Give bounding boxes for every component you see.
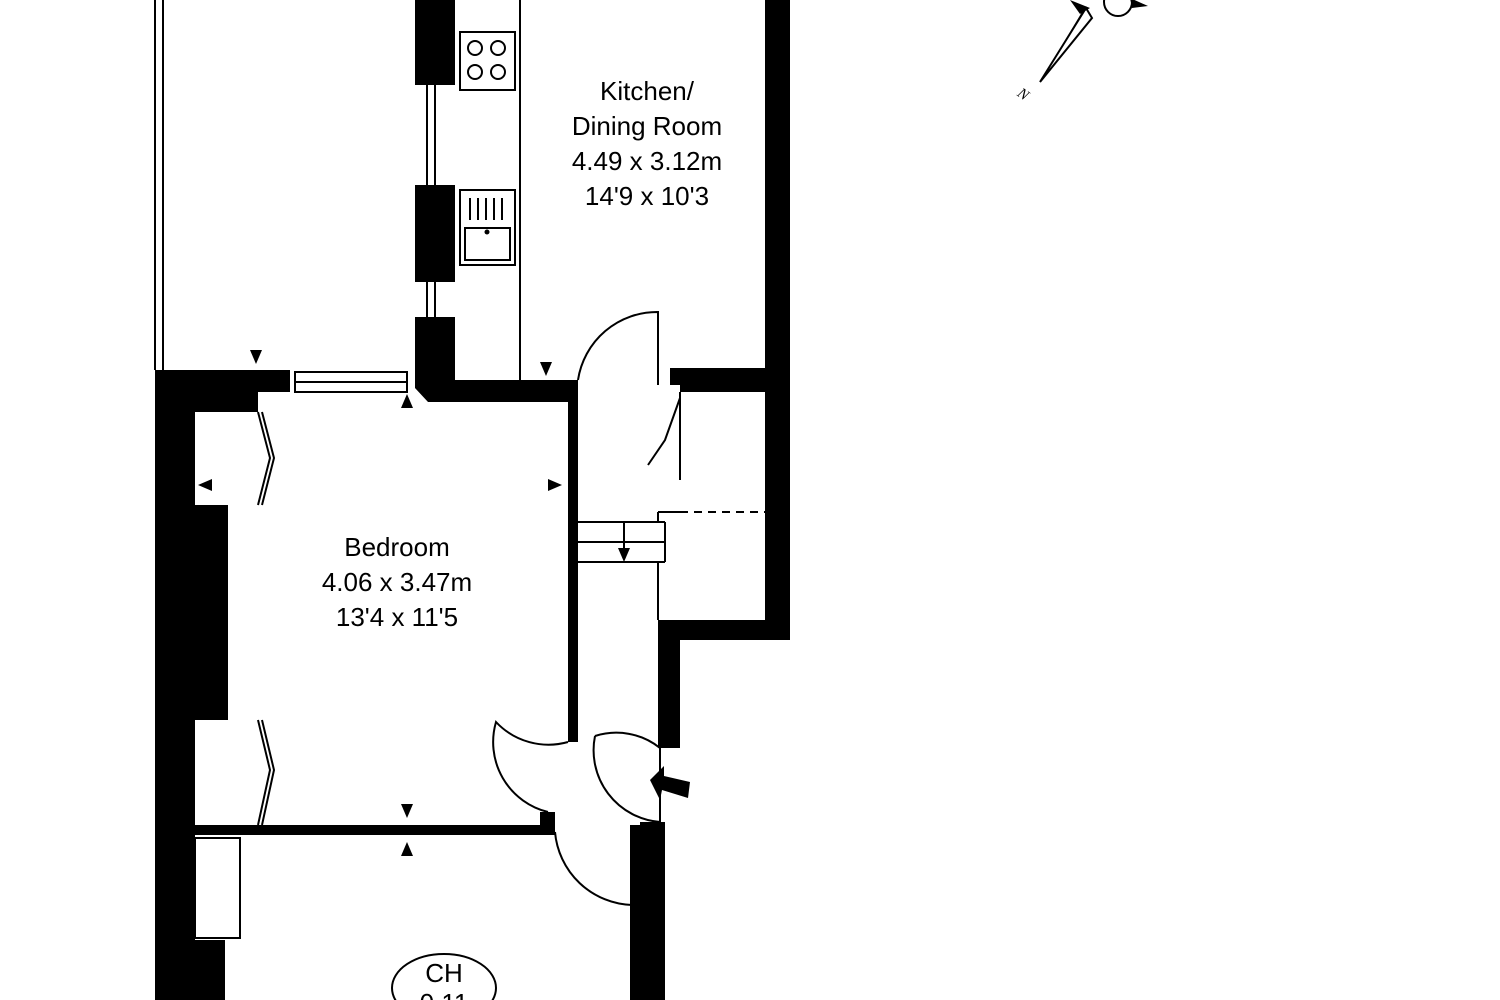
- dimension-markers: [198, 350, 562, 856]
- wall-pier-3: [415, 317, 440, 388]
- left-lower-wall: [155, 835, 225, 1000]
- door-swings: [492, 310, 661, 907]
- entrance-arrow-icon: [650, 766, 690, 800]
- hall-right-wall-lower: [640, 822, 665, 1000]
- hob: [459, 31, 516, 91]
- cylinder-label: CH: [425, 958, 463, 988]
- kitchen-right-wall: [670, 0, 790, 640]
- kitchen-name-line1: Kitchen/: [600, 76, 695, 106]
- bedroom-bottom-wall: [195, 825, 545, 835]
- bedroom-label: Bedroom 4.06 x 3.47m 13'4 x 11'5: [322, 532, 472, 632]
- lower-cupboard: [194, 837, 241, 939]
- kitchen-label: Kitchen/ Dining Room 4.49 x 3.12m 14'9 x…: [572, 76, 722, 211]
- bedroom-metric-size: 4.06 x 3.47m: [322, 567, 472, 597]
- bedroom-right-wall: [568, 392, 578, 742]
- kitchen-imperial-size: 14'9 x 10'3: [585, 181, 709, 211]
- bedroom-name: Bedroom: [344, 532, 450, 562]
- wall-pier-2: [415, 185, 440, 282]
- door-jamb: [540, 812, 555, 835]
- kitchen-metric-size: 4.49 x 3.12m: [572, 146, 722, 176]
- bedroom-imperial-size: 13'4 x 11'5: [336, 602, 458, 632]
- cylinder-partial-text: 0.11: [420, 988, 469, 1000]
- compass-north-label: N: [1013, 85, 1032, 105]
- kitchen-name-line2: Dining Room: [572, 111, 722, 141]
- cylinder-outline: [391, 953, 497, 1000]
- wall-pier-1: [415, 60, 440, 85]
- sink: [459, 189, 516, 266]
- cylinder-cupboard: CH 0.11: [391, 953, 497, 1000]
- compass-icon: N: [1013, 0, 1148, 105]
- hob-icon: [459, 31, 516, 91]
- outline-lines: [154, 0, 765, 939]
- hall-right-wall: [658, 620, 680, 748]
